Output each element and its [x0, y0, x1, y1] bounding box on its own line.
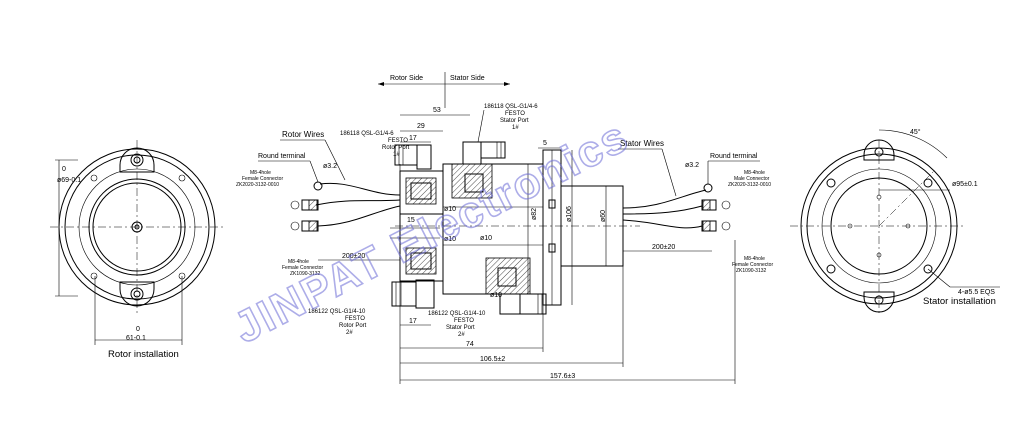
stator-port2-part: 186122 QSL-G1/4-10	[428, 311, 486, 317]
dim-17-bottom: 17	[409, 318, 417, 325]
zk2020-left: ZK2020-3132-0010	[236, 182, 279, 188]
rotor-installation-caption: Rotor installation	[108, 349, 179, 360]
stator-port2-brand: FESTO	[454, 318, 474, 324]
rotor-port1-brand: FESTO	[388, 138, 408, 144]
m8-female-left-2: Female Connector	[242, 176, 283, 182]
stator-port1-part: 186118 QSL-G1/4-6	[484, 104, 538, 110]
zk2020-right: ZK2020-3132-0010	[728, 182, 771, 188]
stator-port2-name: Stator Port	[446, 325, 475, 331]
stator-wires-label: Stator Wires	[620, 139, 664, 148]
stator-installation-view: 45° ø95±0.1 4-ø5.5 EQS Stator installati…	[790, 128, 1000, 315]
stator-port1-name: Stator Port	[500, 118, 529, 124]
dim-phi10-d: ø10	[490, 292, 502, 299]
rotor-port1-name: Rotor Port	[382, 145, 410, 151]
dim-phi10-c: ø10	[480, 235, 492, 242]
rotor-diameter-label: ø69-0.1	[57, 177, 81, 184]
stator-diameter-label: ø95±0.1	[952, 181, 978, 188]
wire-length-left: 200±20	[342, 253, 365, 260]
dim-phi10-a: ø10	[444, 206, 456, 213]
dim-phi60: ø60	[600, 210, 607, 222]
rotor-port-2-fitting	[391, 279, 435, 309]
rotor-side-label: Rotor Side	[390, 75, 423, 82]
rotor-dim-tol-top: 0	[62, 166, 66, 173]
rotor-port2-name: Rotor Port	[339, 323, 367, 329]
m8-male-right-2: Male Connector	[734, 176, 770, 182]
phi32-left-label: ø3.2	[323, 163, 337, 170]
rotor-port2-part: 186122 QSL-G1/4-10	[308, 309, 366, 315]
stator-port1-num: 1#	[512, 125, 519, 131]
rotor-port1-num: 1#	[393, 152, 400, 158]
rotor-port2-num: 2#	[346, 330, 353, 336]
zk1090-left: ZK1090-3132	[290, 271, 321, 277]
rotor-width-label: 61-0.1	[126, 335, 146, 342]
stator-holes-label: 4-ø5.5 EQS	[958, 289, 995, 296]
m8-female-left-b1: M8-4hole	[288, 259, 309, 265]
dim-17-top: 17	[409, 135, 417, 142]
phi32-right-label: ø3.2	[685, 162, 699, 169]
rotor-installation-view: 0 ø69-0.1 0 61-0.1 Rotor installation	[50, 140, 224, 360]
rotor-wires-label: Rotor Wires	[282, 130, 324, 139]
dim-157-6: 157.6±3	[550, 373, 575, 380]
dim-phi106: ø106	[566, 206, 573, 222]
m8-female-right-1: M8-4hole	[744, 256, 765, 262]
dim-29: 29	[417, 123, 425, 130]
stator-port-1-fitting	[462, 141, 506, 165]
m8-female-right-2: Female Connector	[732, 262, 773, 268]
m8-female-left-b2: Female Connector	[282, 265, 323, 271]
stator-angle-label: 45°	[910, 128, 921, 136]
dim-53: 53	[433, 107, 441, 114]
m8-female-left-1: M8-4hole	[250, 170, 271, 176]
dim-74: 74	[466, 341, 474, 348]
rotor-port1-part: 186118 QSL-G1/4-6	[340, 131, 394, 137]
rotor-width-tol-top: 0	[136, 326, 140, 333]
zk1090-right: ZK1090-3132	[736, 268, 767, 274]
callout-labels: Rotor Wires Round terminal ø3.2 M8-4hole…	[236, 104, 773, 338]
round-terminal-right-label: Round terminal	[710, 153, 758, 160]
wire-length-right: 200±20	[652, 244, 675, 251]
stator-port2-num: 2#	[458, 332, 465, 338]
rotor-port-1-fitting	[394, 144, 432, 170]
stator-side-label: Stator Side	[450, 75, 485, 82]
dim-106-5: 106.5±2	[480, 356, 505, 363]
m8-male-right-1: M8-4hole	[744, 170, 765, 176]
dim-phi10-b: ø10	[444, 236, 456, 243]
dim-5: 5	[543, 140, 547, 147]
stator-installation-caption: Stator installation	[923, 296, 996, 307]
side-section-view: Rotor Side Stator Side	[290, 72, 736, 384]
round-terminal-left-label: Round terminal	[258, 153, 306, 160]
stator-port1-brand: FESTO	[505, 111, 525, 117]
stator-port-2-fitting	[499, 293, 547, 315]
dim-phi82: ø82	[531, 208, 538, 220]
rotor-port2-brand: FESTO	[345, 316, 365, 322]
dim-15: 15	[407, 217, 415, 224]
